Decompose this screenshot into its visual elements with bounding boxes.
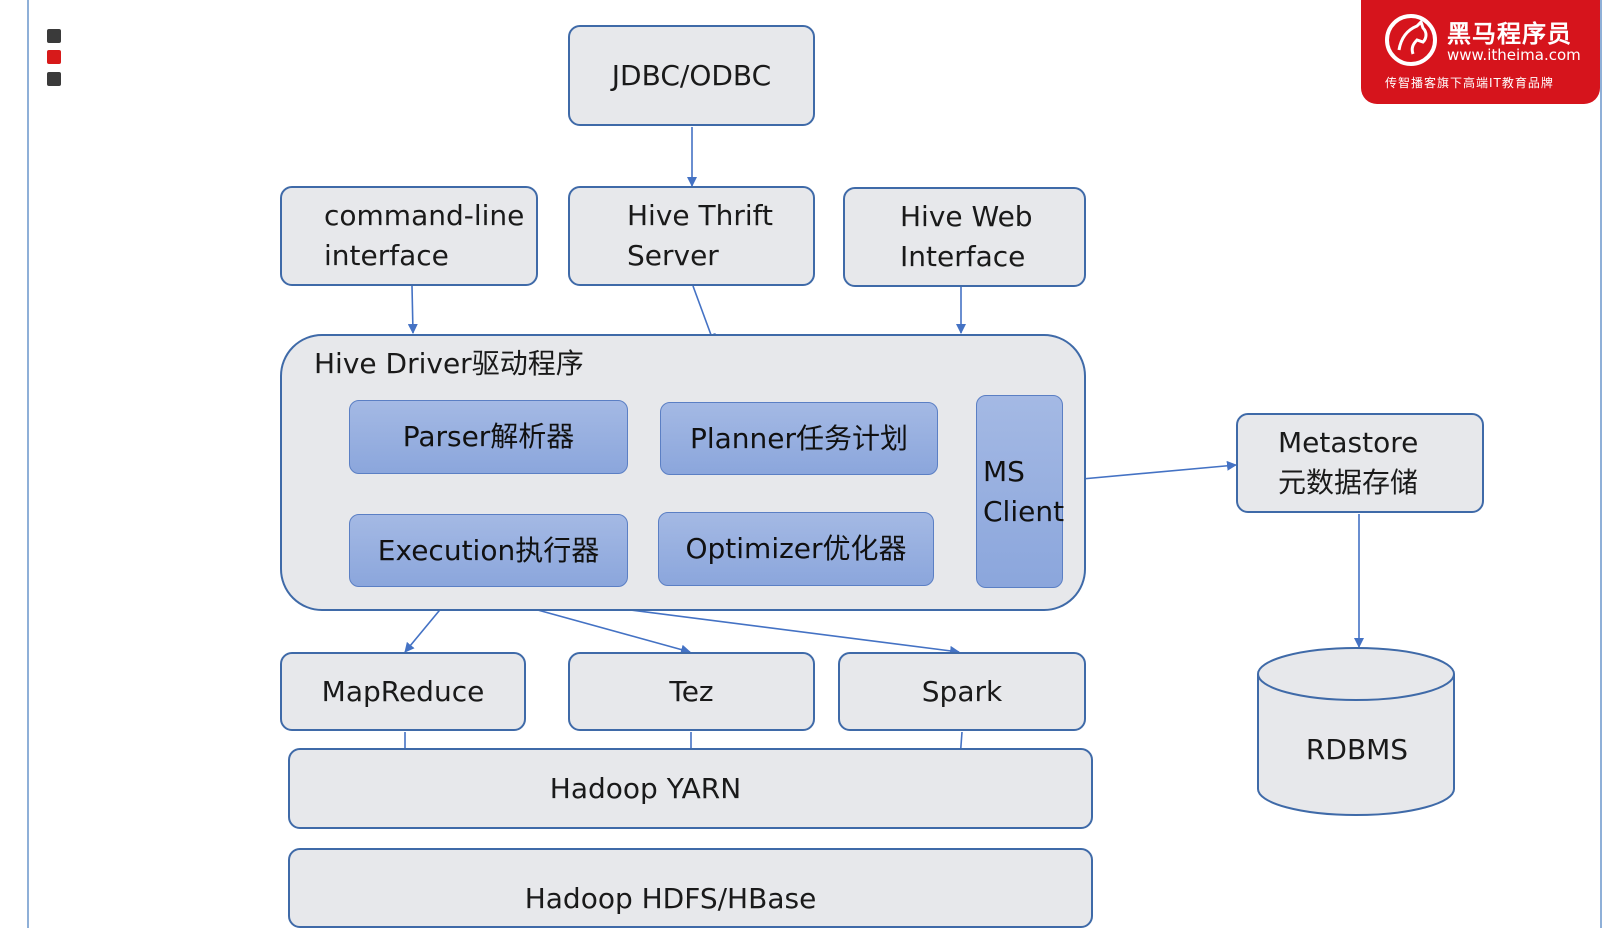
spark-label: Spark: [921, 674, 1003, 708]
spark-box: Spark: [838, 652, 1086, 731]
slide-marker-square-3: [47, 72, 61, 86]
rdbms-label: RDBMS: [1305, 733, 1409, 766]
parser-component: Parser解析器: [349, 400, 628, 474]
slide-frame-right: [1600, 0, 1602, 928]
tez-label: Tez: [669, 674, 714, 708]
hadoop-hdfs-hbase-box: Hadoop HDFS/HBase: [288, 848, 1093, 928]
command-line-interface-box: command-line interface: [280, 186, 538, 286]
mapreduce-label: MapReduce: [321, 674, 485, 708]
slide-marker-square-1: [47, 29, 61, 43]
thrift-label-line-2: Server: [627, 239, 719, 272]
cli-label-line-2: interface: [324, 239, 449, 272]
web-label-line-1: Hive Web: [900, 200, 1033, 233]
execution-label: Execution执行器: [377, 533, 600, 567]
optimizer-component: Optimizer优化器: [658, 512, 934, 586]
hive-web-interface-box: Hive Web Interface: [843, 187, 1086, 287]
ms-client-component: MS Client: [976, 395, 1065, 588]
web-label-line-2: Interface: [900, 240, 1026, 273]
tez-box: Tez: [568, 652, 815, 731]
hive-driver-title: Hive Driver驱动程序: [314, 347, 584, 380]
logo-slogan: 传智播客旗下高端IT教育品牌: [1385, 76, 1554, 90]
arrow-cli-to-driver: [407, 285, 418, 334]
ms-client-label-line-1: MS: [983, 454, 1025, 488]
thrift-label-line-1: Hive Thrift: [627, 199, 774, 232]
hadoop-yarn-label: Hadoop YARN: [549, 771, 742, 805]
hadoop-yarn-box: Hadoop YARN: [288, 748, 1093, 829]
metastore-box: Metastore 元数据存储: [1236, 413, 1484, 513]
optimizer-label: Optimizer优化器: [685, 532, 907, 565]
hadoop-hdfs-label: Hadoop HDFS/HBase: [524, 882, 817, 915]
horse-logo-icon: [1385, 14, 1437, 66]
mapreduce-box: MapReduce: [280, 652, 526, 731]
hive-thrift-server-box: Hive Thrift Server: [568, 186, 815, 286]
logo-url: www.itheima.com: [1447, 46, 1581, 64]
logo-brand-name: 黑马程序员: [1447, 20, 1572, 48]
cli-label-line-1: command-line: [324, 199, 525, 232]
arrow-msclient-to-metastore: [1059, 460, 1237, 482]
jdbc-odbc-box: JDBC/ODBC: [568, 25, 815, 126]
planner-label: Planner任务计划: [689, 421, 909, 455]
slide-marker-square-2: [47, 50, 61, 64]
planner-component: Planner任务计划: [660, 402, 938, 475]
jdbc-odbc-label: JDBC/ODBC: [611, 58, 772, 92]
execution-component: Execution执行器: [349, 514, 628, 587]
ms-client-label-line-2: Client: [983, 494, 1065, 528]
rdbms-database-icon: [1257, 647, 1455, 816]
arrow-thrift-to-driver: [692, 285, 716, 344]
slide-frame-left: [27, 0, 29, 928]
metastore-label-line-2: 元数据存储: [1278, 466, 1419, 499]
parser-label: Parser解析器: [402, 420, 575, 453]
metastore-label-line-1: Metastore: [1278, 426, 1419, 459]
itheima-logo: 黑马程序员 www.itheima.com 传智播客旗下高端IT教育品牌: [1361, 0, 1600, 104]
